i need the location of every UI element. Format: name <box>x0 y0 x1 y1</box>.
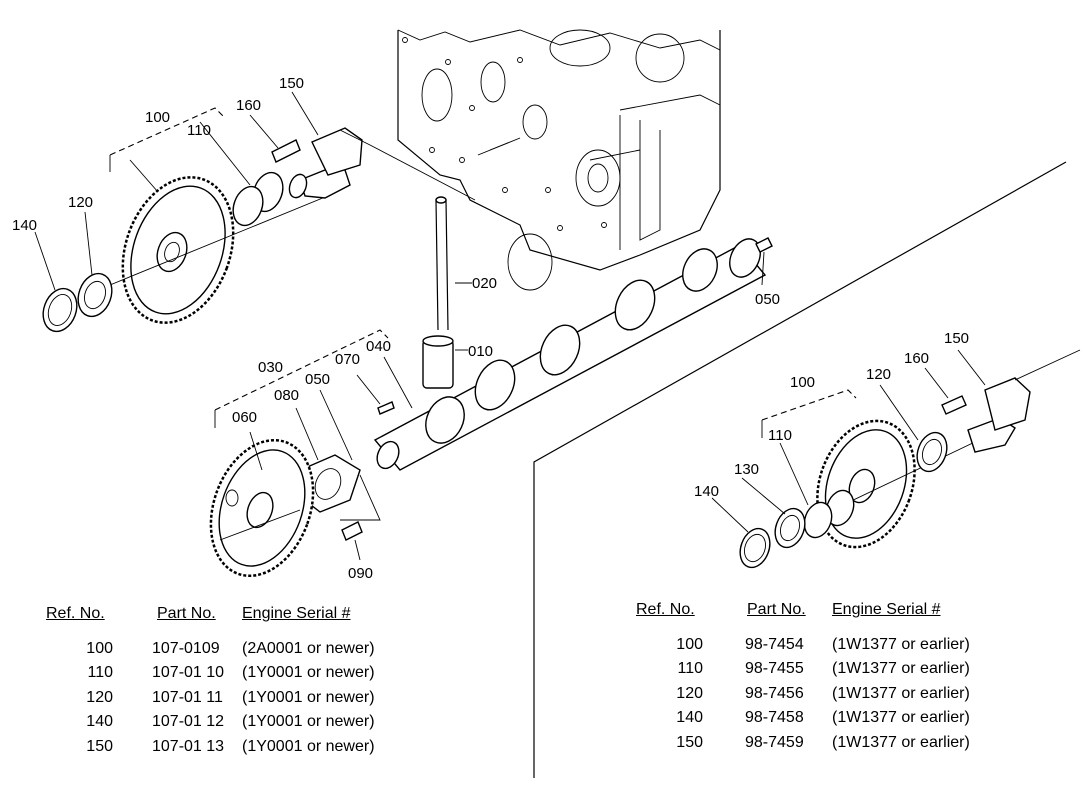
callout-090: 090 <box>348 565 373 582</box>
cell-serial: (1W1377 or earlier) <box>832 734 970 751</box>
cell-part: 107-01 12 <box>152 713 225 730</box>
callout-100-earlier: 100 <box>790 374 815 391</box>
cell-part: 107-01 11 <box>152 689 223 706</box>
callout-100: 100 <box>145 109 170 126</box>
callout-120: 120 <box>68 194 93 211</box>
header-engine-serial: Engine Serial # <box>832 601 941 618</box>
callout-140: 140 <box>12 217 37 234</box>
cell-ref: 110 <box>677 660 703 677</box>
cell-part: 107-01 13 <box>152 738 225 755</box>
header-part-no: Part No. <box>747 601 806 618</box>
header-part-no: Part No. <box>157 605 216 622</box>
header-ref-no: Ref. No. <box>636 601 695 618</box>
cell-part: 98-7454 <box>745 636 804 653</box>
callout-040: 040 <box>366 338 391 355</box>
callout-160: 160 <box>236 97 261 114</box>
callouts-left: 100 110 160 150 120 140 020 010 050 030 … <box>12 75 780 582</box>
cell-ref: 120 <box>86 689 113 706</box>
idler-gear-assembly <box>34 91 476 333</box>
callouts-right: 150 160 100 120 110 130 140 <box>694 330 969 500</box>
cell-serial: (1W1377 or earlier) <box>832 685 970 702</box>
callout-150-earlier: 150 <box>944 330 969 347</box>
callout-070: 070 <box>335 351 360 368</box>
camshaft-assembly <box>209 196 773 578</box>
callout-130-earlier: 130 <box>734 461 759 478</box>
cell-serial: (1W1377 or earlier) <box>832 709 970 726</box>
callout-110: 110 <box>187 122 211 139</box>
cell-serial: (1Y0001 or newer) <box>242 738 375 755</box>
callout-140-earlier: 140 <box>694 483 719 500</box>
cell-part: 98-7456 <box>745 685 804 702</box>
callout-030: 030 <box>258 359 283 376</box>
callout-150: 150 <box>279 75 304 92</box>
cell-serial: (1Y0001 or newer) <box>242 664 375 681</box>
cell-ref: 120 <box>676 685 703 702</box>
callout-160-earlier: 160 <box>904 350 929 367</box>
cell-serial: (1W1377 or earlier) <box>832 660 970 677</box>
cell-ref: 110 <box>87 664 113 681</box>
cell-serial: (1W1377 or earlier) <box>832 636 970 653</box>
idler-gear-assembly-earlier <box>711 349 1081 569</box>
cell-ref: 100 <box>86 640 113 657</box>
cell-ref: 150 <box>86 738 113 755</box>
section-divider <box>533 161 1067 778</box>
cell-ref: 100 <box>676 636 703 653</box>
cell-ref: 150 <box>676 734 703 751</box>
callout-110-earlier: 110 <box>768 427 792 444</box>
cell-ref: 140 <box>86 713 113 730</box>
cell-part: 98-7455 <box>745 660 804 677</box>
cell-part: 98-7459 <box>745 734 804 751</box>
callout-050: 050 <box>305 371 330 388</box>
callout-120-earlier: 120 <box>866 366 891 383</box>
header-ref-no: Ref. No. <box>46 605 105 622</box>
callout-050-top: 050 <box>755 291 780 308</box>
callout-010: 010 <box>468 343 493 360</box>
cell-part: 107-0109 <box>152 640 220 657</box>
engine-block <box>397 29 721 291</box>
callout-080: 080 <box>274 387 299 404</box>
cell-ref: 140 <box>676 709 703 726</box>
cell-serial: (1Y0001 or newer) <box>242 713 375 730</box>
cell-part: 98-7458 <box>745 709 804 726</box>
callout-020: 020 <box>472 275 497 292</box>
callout-060: 060 <box>232 409 257 426</box>
cell-serial: (1Y0001 or newer) <box>242 689 375 706</box>
header-engine-serial: Engine Serial # <box>242 605 351 622</box>
cell-serial: (2A0001 or newer) <box>242 640 375 657</box>
cell-part: 107-01 10 <box>152 664 225 681</box>
